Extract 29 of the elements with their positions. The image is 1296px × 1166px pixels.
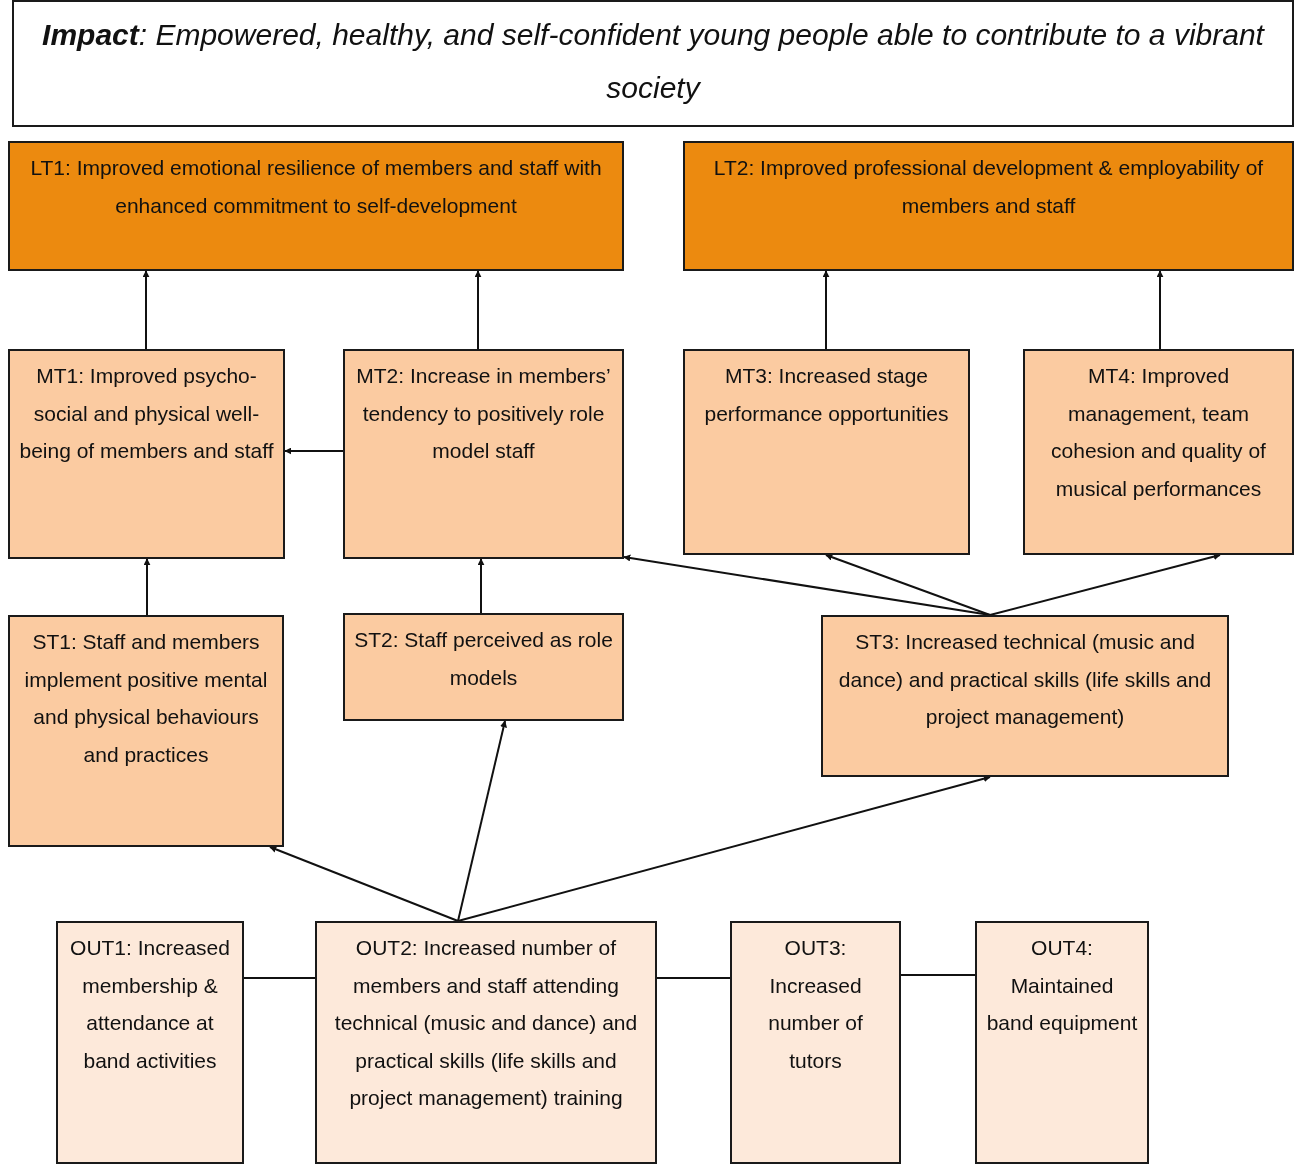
short-term-outcome-box: ST2: Staff perceived as role models — [343, 613, 624, 721]
connector-line — [243, 977, 316, 979]
medium-term-outcome-box: MT4: Improved management, team cohesion and quality of musical performances — [1023, 349, 1294, 555]
arrow — [284, 447, 344, 455]
arrow — [477, 558, 485, 614]
connector-line — [900, 974, 976, 976]
arrow — [989, 553, 1221, 616]
arrow — [474, 270, 482, 350]
short-term-outcome-box: ST3: Increased technical (music and dance) and practical skills (life skills and project management) — [821, 615, 1229, 777]
output-box: OUT3: Increased number of tutors — [730, 921, 901, 1164]
impact-box: Impact: Empowered, healthy, and self-confident young people able to contribute to a vibrant society — [12, 0, 1294, 127]
output-box: OUT4: Maintained band equipment — [975, 921, 1149, 1164]
arrow — [457, 720, 507, 922]
arrow — [142, 270, 150, 350]
arrow — [457, 775, 991, 922]
arrow — [825, 553, 991, 616]
arrow — [143, 558, 151, 616]
long-term-outcome-box: LT1: Improved emotional resilience of members and staff with enhanced commitment to self-development — [8, 141, 624, 271]
long-term-outcome-box: LT2: Improved professional development & employability of members and staff — [683, 141, 1294, 271]
medium-term-outcome-box: MT3: Increased stage performance opportunities — [683, 349, 970, 555]
medium-term-outcome-box: MT2: Increase in members’ tendency to positively role model staff — [343, 349, 624, 559]
arrow — [269, 846, 459, 922]
output-box: OUT2: Increased number of members and staff attending technical (music and dance) and practical skills (life skills and project management) training — [315, 921, 657, 1164]
medium-term-outcome-box: MT1: Improved psycho-social and physical well-being of members and staff — [8, 349, 285, 559]
output-box: OUT1: Increased membership & attendance at band activities — [56, 921, 244, 1164]
arrow — [822, 270, 830, 350]
connector-line — [656, 977, 731, 979]
short-term-outcome-box: ST1: Staff and members implement positive mental and physical behaviours and practices — [8, 615, 284, 847]
arrow — [1156, 270, 1164, 350]
